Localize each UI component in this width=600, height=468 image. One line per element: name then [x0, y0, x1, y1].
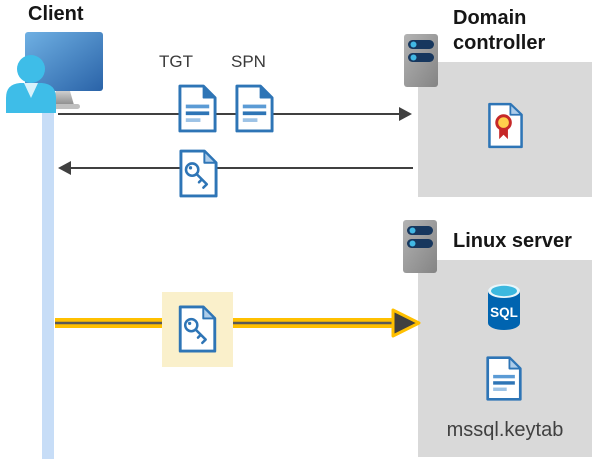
- domain-controller-server-icon: [404, 34, 438, 87]
- response-arrow-line: [70, 167, 413, 169]
- certificate-icon: [488, 102, 523, 149]
- request-arrowhead-icon: [399, 107, 412, 121]
- person-collar-icon: [24, 83, 38, 98]
- spn-document-icon: [235, 84, 274, 133]
- monitor-icon: [25, 32, 103, 91]
- response-arrowhead-icon: [58, 161, 71, 175]
- sql-connection-arrow: [55, 308, 421, 338]
- highlighted-key-document-icon: [178, 305, 217, 353]
- client-timeline: [42, 92, 54, 459]
- domain-controller-label: Domain controller: [453, 7, 546, 54]
- client-label: Client: [28, 3, 84, 25]
- ticket-key-document-icon: [179, 149, 218, 198]
- client-user-computer-icon: [6, 32, 103, 113]
- tgt-document-icon: [178, 84, 217, 133]
- sql-label: SQL: [490, 305, 518, 320]
- person-head-icon: [17, 55, 45, 83]
- tgt-label: TGT: [159, 52, 193, 71]
- sql-database-icon: SQL: [488, 284, 520, 330]
- linux-server-label: Linux server: [453, 230, 572, 252]
- keytab-label: mssql.keytab: [446, 419, 564, 441]
- sql-connection-arrowhead-icon: [391, 308, 421, 338]
- monitor-stand-icon: [52, 91, 74, 105]
- spn-label: SPN: [231, 52, 266, 71]
- linux-server-server-icon: [403, 220, 437, 273]
- keytab-document-icon: [486, 356, 522, 401]
- request-arrow-line: [58, 113, 402, 115]
